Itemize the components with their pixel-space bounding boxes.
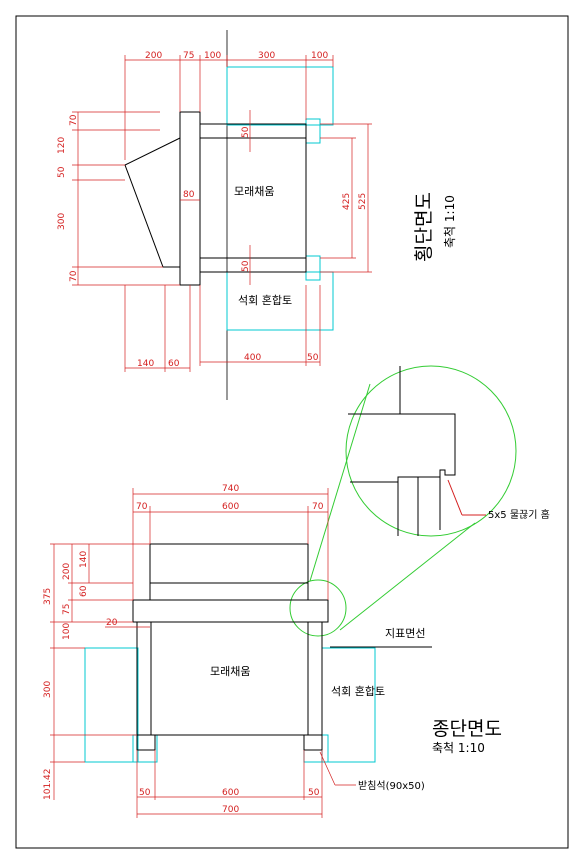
support-left [136, 734, 156, 751]
cross-dim-inner-1: 50 [241, 126, 251, 138]
cross-dim-left-5: 70 [69, 270, 79, 282]
long-dim-bottom-2: 600 [222, 788, 239, 798]
cross-dim-left-3: 50 [57, 166, 67, 178]
cross-dim-top-1: 200 [145, 51, 162, 61]
cross-concrete-top [226, 66, 334, 126]
drawing-border [15, 15, 569, 849]
long-dim-left-3: 140 [79, 551, 89, 568]
cross-dim-left-1: 70 [69, 114, 79, 126]
long-section-scale: 축척 1:10 [432, 741, 485, 755]
cross-section-title: 횡단면도 [413, 192, 435, 262]
cross-dim-top-4: 300 [258, 51, 275, 61]
long-dim-left-8: 101.42 [43, 769, 53, 801]
cross-dim-right-2: 525 [358, 193, 368, 210]
long-concrete-label: 석회 혼합토 [331, 685, 385, 698]
long-post-left [136, 621, 152, 736]
long-slab [132, 599, 329, 623]
cross-dim-top-5: 100 [311, 51, 328, 61]
cross-dim-right-1: 425 [342, 193, 352, 210]
cross-dim-left-2: 120 [57, 137, 67, 154]
long-dim-top-3: 600 [222, 502, 239, 512]
long-dim-bottom-1: 50 [139, 788, 151, 798]
long-fill-label: 모래채움 [210, 665, 250, 678]
long-top-block [149, 543, 309, 601]
long-dim-top-1: 740 [222, 484, 239, 494]
longitudinal-section: 740 70 600 70 375 200 140 60 75 100 300 … [43, 484, 502, 818]
cross-concrete-label: 석회 혼합토 [238, 294, 292, 307]
support-right [303, 734, 323, 751]
cross-dim-inner-2: 80 [183, 190, 195, 200]
long-dim-bottom-4: 700 [222, 805, 239, 815]
long-dim-bottom-3: 50 [308, 788, 320, 798]
long-dim-left-2: 200 [62, 563, 72, 580]
cross-wing [124, 137, 181, 268]
long-post-right [307, 621, 323, 736]
cross-section-scale: 축척 1:10 [443, 195, 457, 248]
long-dim-top-2: 70 [136, 502, 148, 512]
long-dim-left-7: 300 [43, 681, 53, 698]
groove-label: 5x5 물끊기 홈 [488, 508, 550, 521]
cross-dim-top-2: 75 [183, 51, 194, 61]
support-label: 받침석(90x50) [358, 780, 425, 792]
cross-section: 200 75 100 300 100 70 120 50 300 70 50 8… [57, 30, 457, 400]
detail-circle-small [289, 579, 347, 637]
long-dim-left-4: 60 [79, 585, 89, 597]
long-dim-left-1: 375 [43, 588, 53, 605]
long-section-title: 종단면도 [432, 718, 502, 740]
cross-dim-top-3: 100 [204, 51, 221, 61]
cross-beam-top [199, 123, 307, 139]
cross-fill-label: 모래채움 [234, 185, 274, 198]
detail-circle-large [345, 365, 517, 537]
cross-dim-left-4: 300 [57, 213, 67, 230]
long-dim-left-6: 100 [62, 623, 72, 640]
cross-beam-bottom [199, 257, 307, 273]
detail-callout: 5x5 물끊기 홈 [289, 365, 550, 637]
long-dim-left-5: 75 [62, 604, 72, 615]
long-concrete-left [84, 647, 139, 763]
long-dim-inner-1: 20 [106, 618, 118, 628]
cross-dim-bottom-4: 50 [307, 353, 319, 363]
cross-dim-inner-3: 50 [241, 260, 251, 272]
long-dim-top-4: 70 [312, 502, 324, 512]
long-concrete-right [321, 647, 376, 763]
cross-dim-bottom-2: 60 [168, 359, 180, 369]
cross-dim-bottom-1: 140 [137, 359, 154, 369]
ground-line-label: 지표면선 [385, 627, 425, 640]
cross-dim-bottom-3: 400 [244, 353, 261, 363]
